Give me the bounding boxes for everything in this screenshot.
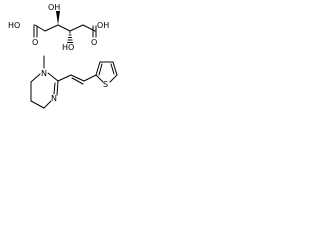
thiophene-bond-c4-c5-a <box>112 61 118 76</box>
bond-c4-c5 <box>69 24 84 32</box>
thiophene-bond-c2-c3-a <box>95 61 101 76</box>
thiophene-bond-s-c2 <box>95 74 104 83</box>
molecule-drawing: OH HO OH O O HO N N S <box>8 3 118 109</box>
thiophene-bond-c5-s <box>109 74 118 83</box>
atom-s-thiophene: S <box>103 80 108 89</box>
bond-vinyl-thiophene <box>83 74 97 82</box>
atom-oh-acid-right: OH <box>97 21 109 30</box>
bond-c2-c3 <box>44 24 59 32</box>
atom-n-methyl: N <box>41 69 47 78</box>
thiophene-bond-c4-c5-b <box>110 63 115 75</box>
structure-canvas: OH HO OH O O HO N N S <box>0 0 184 127</box>
pyrantel: N N S <box>30 55 118 109</box>
ring-bond-c6-n1 <box>30 73 41 83</box>
thiophene-bond-c2-c3-b <box>98 63 103 76</box>
ring-bond-n1-c2 <box>47 72 59 82</box>
ring-bond-n3-c4 <box>43 100 52 109</box>
hash-bond-bottom-ho <box>67 31 73 43</box>
bond-c2-vinyl <box>57 74 72 82</box>
bond-vinyl-double-b <box>71 77 84 85</box>
atom-o-carbonyl-left: O <box>32 38 38 47</box>
bond-vinyl-double-a <box>70 74 85 82</box>
atom-n-imine: N <box>51 94 57 103</box>
bond-c3-c4 <box>57 24 71 32</box>
ring-bond-c4-c5 <box>30 100 45 109</box>
wedge-bond-top-oh <box>56 11 60 25</box>
atom-ho-bottom: HO <box>62 43 74 52</box>
atom-oh-top: OH <box>48 3 60 12</box>
atom-o-carbonyl-right: O <box>91 38 97 47</box>
tartaric-acid: OH HO OH O O HO <box>8 3 109 52</box>
atom-ho-acid-left: HO <box>8 21 20 30</box>
ring-bond-c2-n3-b <box>53 82 56 95</box>
ring-bond-c2-n3-a <box>56 80 59 96</box>
